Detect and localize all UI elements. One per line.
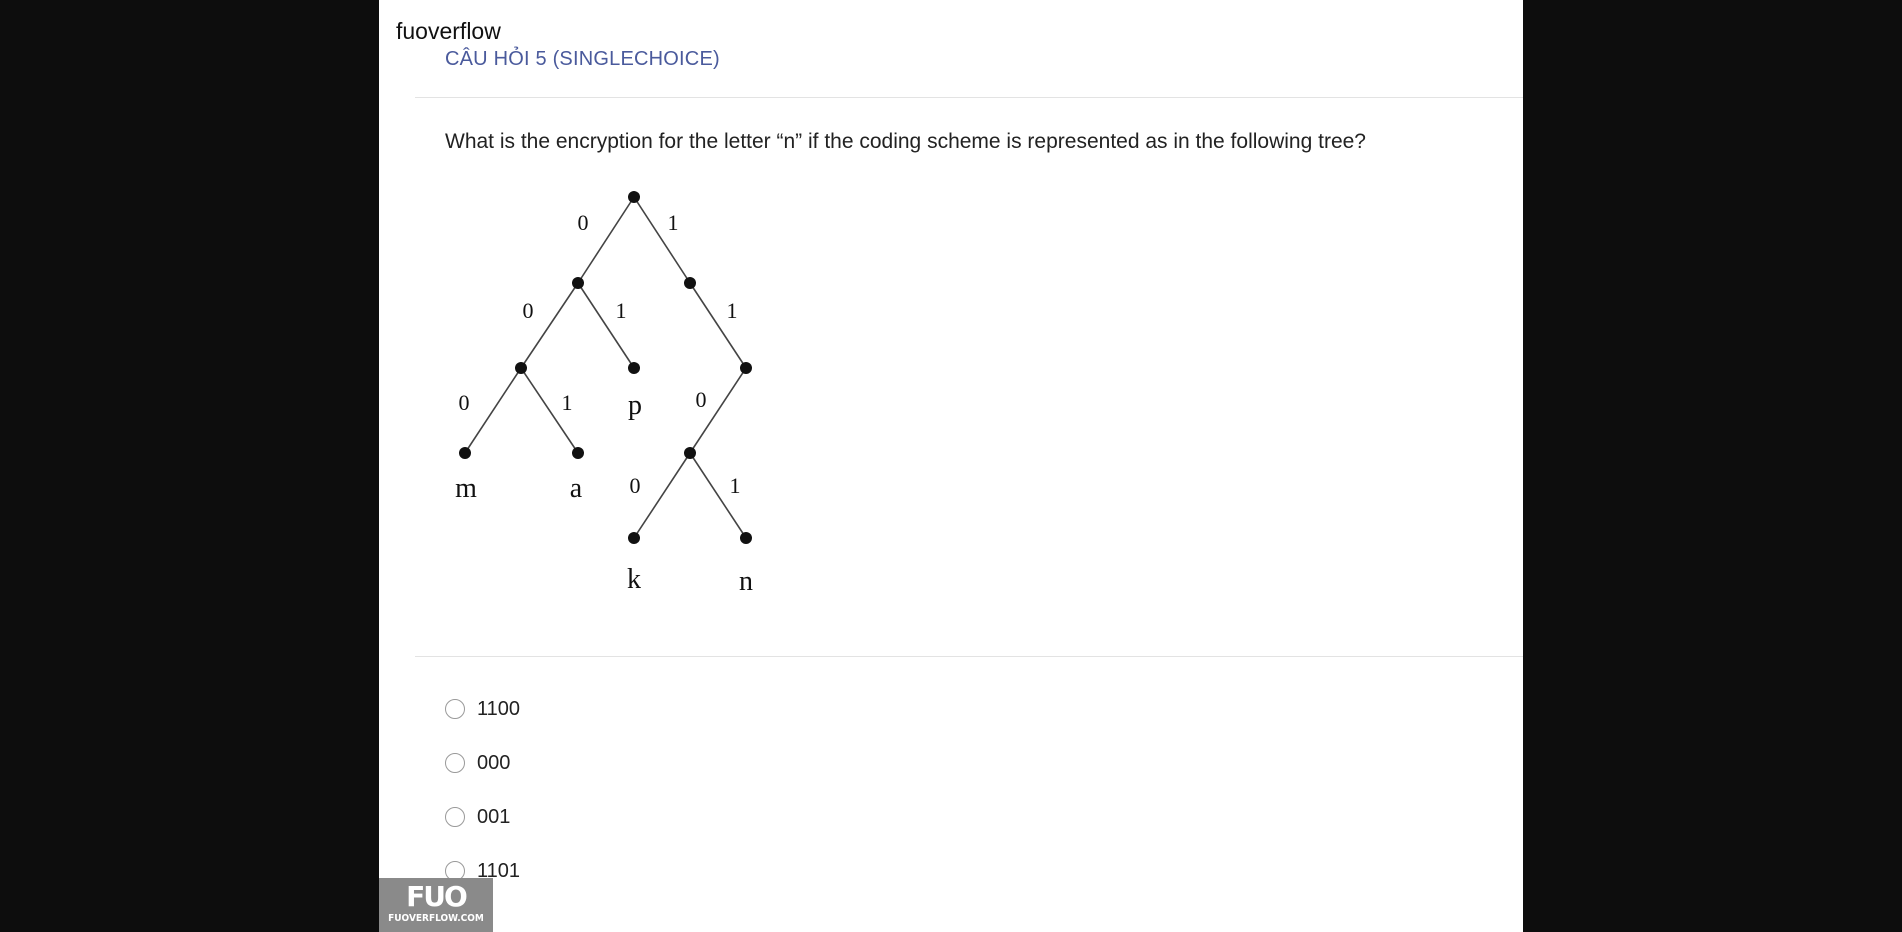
answer-option[interactable]: 000 bbox=[445, 736, 520, 790]
tree-edge bbox=[464, 367, 522, 454]
coding-tree-diagram: 0 1 0 1 1 0 1 0 0 1 m a p k n bbox=[455, 191, 753, 597]
leaf-label-m: m bbox=[455, 473, 477, 504]
tree-edge bbox=[689, 367, 747, 454]
edge-label: 1 bbox=[727, 298, 738, 323]
tree-edge bbox=[633, 452, 691, 539]
edge-label: 0 bbox=[459, 390, 470, 415]
edge-label: 1 bbox=[730, 473, 741, 498]
leaf-label-n: n bbox=[739, 566, 753, 597]
tree-node bbox=[628, 532, 640, 544]
divider bbox=[415, 656, 1523, 657]
radio-button[interactable] bbox=[445, 753, 465, 773]
tree-node bbox=[740, 362, 752, 374]
answer-option-label: 001 bbox=[477, 805, 511, 828]
answer-option[interactable]: 1100 bbox=[445, 682, 520, 736]
tree-edge bbox=[577, 196, 635, 284]
answer-option-label: 1101 bbox=[477, 859, 521, 882]
tree-node bbox=[628, 362, 640, 374]
tree-edge bbox=[520, 367, 579, 454]
tree-node bbox=[459, 447, 471, 459]
leaf-label-k: k bbox=[627, 564, 641, 595]
edge-label: 0 bbox=[523, 298, 534, 323]
tree-edge bbox=[633, 196, 691, 284]
logo-url: FUOVERFLOW.COM bbox=[388, 913, 484, 924]
divider bbox=[415, 97, 1523, 98]
tree-node bbox=[515, 362, 527, 374]
tree-edge bbox=[689, 452, 747, 539]
question-header: CÂU HỎI 5 (SINGLECHOICE) bbox=[445, 48, 720, 70]
edge-label: 1 bbox=[668, 210, 679, 235]
tree-node bbox=[684, 277, 696, 289]
tree-edge bbox=[577, 282, 635, 369]
question-text: What is the encryption for the letter “n… bbox=[445, 130, 1366, 153]
tree-node bbox=[684, 447, 696, 459]
edge-label: 0 bbox=[630, 473, 641, 498]
site-title: fuoverflow bbox=[396, 18, 501, 44]
radio-button[interactable] bbox=[445, 699, 465, 719]
leaf-label-p: p bbox=[628, 390, 642, 421]
tree-node bbox=[740, 532, 752, 544]
answer-option-label: 000 bbox=[477, 751, 511, 774]
question-card: fuoverflow CÂU HỎI 5 (SINGLECHOICE) What… bbox=[379, 0, 1523, 932]
tree-node bbox=[572, 447, 584, 459]
edge-label: 0 bbox=[578, 210, 589, 235]
tree-node bbox=[572, 277, 584, 289]
edge-label: 0 bbox=[696, 387, 707, 412]
edge-label: 1 bbox=[562, 390, 573, 415]
answer-option[interactable]: 001 bbox=[445, 790, 520, 844]
logo-mark: FUO bbox=[406, 880, 468, 913]
tree-edge bbox=[520, 282, 579, 369]
fuoverflow-watermark-logo: FUO FUOVERFLOW.COM bbox=[379, 878, 493, 932]
tree-node bbox=[628, 191, 640, 203]
answer-option[interactable]: 1101 bbox=[445, 844, 520, 898]
tree-edge bbox=[689, 282, 747, 369]
answer-option-label: 1100 bbox=[477, 697, 521, 720]
leaf-label-a: a bbox=[570, 473, 583, 504]
answer-options: 1100 000 001 1101 bbox=[445, 682, 520, 898]
radio-button[interactable] bbox=[445, 807, 465, 827]
edge-label: 1 bbox=[616, 298, 627, 323]
